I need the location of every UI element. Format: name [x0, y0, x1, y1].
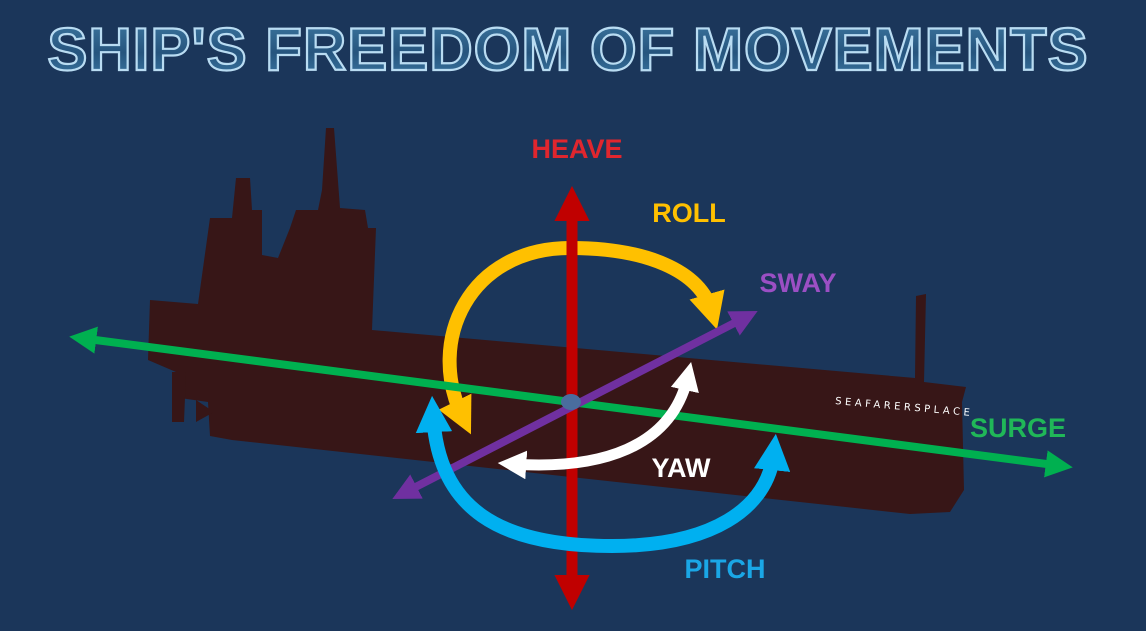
- page-title: SHIP'S FREEDOM OF MOVEMENTS: [47, 16, 1088, 83]
- surge-label: SURGE: [970, 413, 1066, 443]
- heave-label: HEAVE: [531, 134, 622, 164]
- center-point: [561, 394, 581, 410]
- yaw-label: YAW: [651, 453, 711, 483]
- ship-silhouette: [148, 128, 966, 514]
- pitch-label: PITCH: [685, 554, 766, 584]
- roll-label: ROLL: [652, 198, 726, 228]
- sway-label: SWAY: [759, 268, 836, 298]
- yaw-arrow: [497, 362, 699, 480]
- pitch-arrow: [415, 395, 791, 554]
